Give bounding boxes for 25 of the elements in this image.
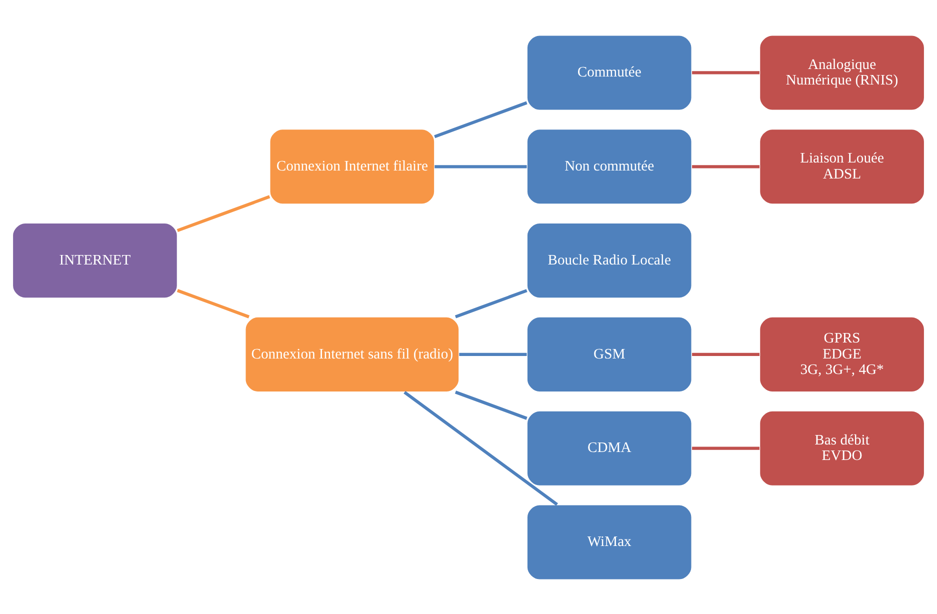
connector bbox=[692, 164, 760, 168]
connector bbox=[434, 100, 528, 138]
node-box: GPRS EDGE 3G, 3G+, 4G* bbox=[759, 316, 925, 392]
node-box: CDMA bbox=[526, 410, 692, 486]
connector bbox=[454, 288, 528, 318]
node-box: INTERNET bbox=[12, 222, 178, 298]
node-box: Non commutée bbox=[526, 128, 692, 204]
node-box: Boucle Radio Locale bbox=[526, 222, 692, 298]
connector bbox=[692, 446, 760, 450]
connector bbox=[176, 194, 270, 232]
node-box: Analogique Numérique (RNIS) bbox=[759, 34, 925, 110]
node-box: Liaison Louée ADSL bbox=[759, 128, 925, 204]
connector bbox=[692, 352, 760, 356]
node-box: Bas débit EVDO bbox=[759, 410, 925, 486]
connector bbox=[692, 70, 760, 74]
connector bbox=[454, 390, 528, 420]
node-box: Connexion Internet sans fil (radio) bbox=[244, 316, 460, 392]
node-box: GSM bbox=[526, 316, 692, 392]
connector bbox=[459, 352, 527, 356]
node-box: Connexion Internet filaire bbox=[269, 128, 436, 204]
connector bbox=[176, 288, 250, 318]
connector bbox=[404, 390, 558, 506]
node-box: Commutée bbox=[526, 34, 692, 110]
connector bbox=[434, 164, 527, 168]
node-box: WiMax bbox=[526, 504, 692, 580]
